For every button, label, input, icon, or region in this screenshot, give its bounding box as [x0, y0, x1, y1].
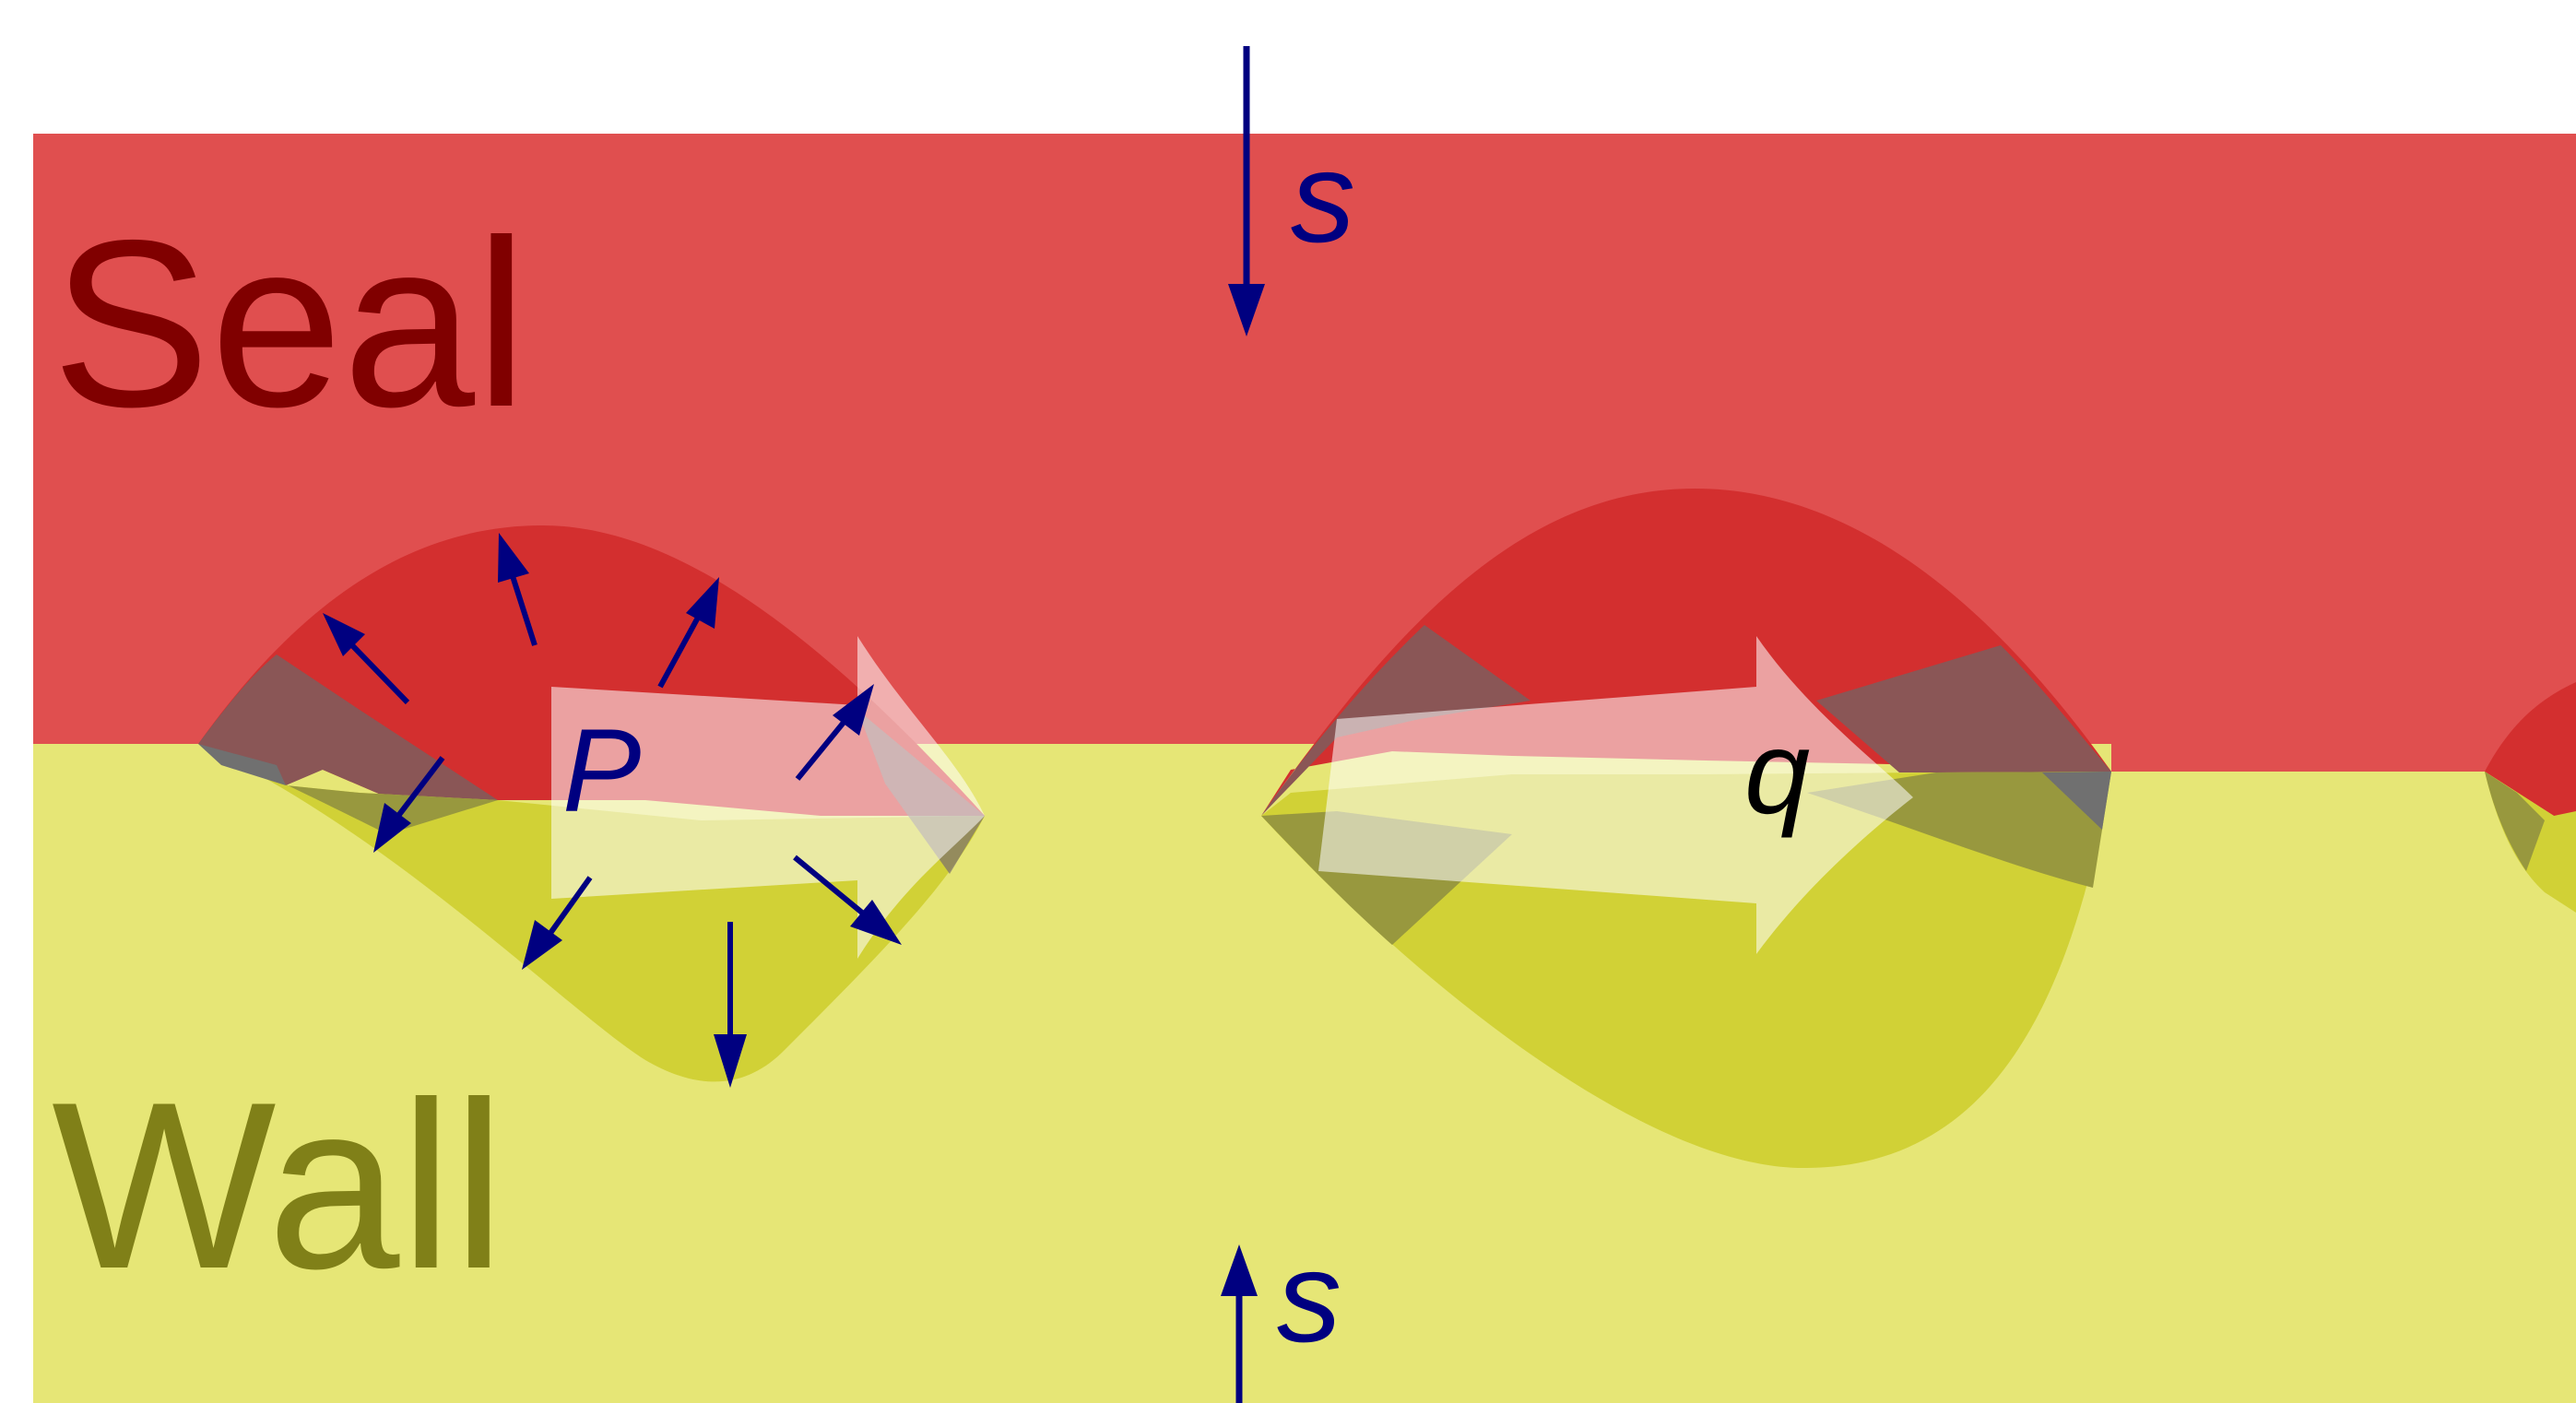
pressure-arrowhead-down-right	[850, 900, 902, 945]
pressure-arrow-down-left	[396, 756, 445, 818]
pressure-arrowhead-up	[498, 533, 529, 583]
pressure-arrowhead-up-right-2	[833, 684, 874, 736]
pressure-arrowhead-down-left-2	[522, 920, 562, 970]
load-label-top: s	[1291, 124, 1355, 269]
pressure-arrow-up-right-2	[795, 717, 849, 781]
gap-grey-middle-right	[2042, 772, 2111, 830]
wall-shadow-right	[2485, 772, 2545, 871]
gap-shadow-middle-right	[1816, 645, 2111, 772]
flow-label: q	[1744, 707, 1810, 839]
pressure-arrows	[323, 533, 902, 1088]
pressure-arrow-up	[510, 575, 538, 646]
pressure-arrow-down-left-2	[546, 876, 593, 937]
gap-grey-left	[198, 744, 286, 785]
pressure-arrowhead-up-left	[323, 613, 365, 656]
load-label-bottom: s	[1277, 1224, 1341, 1369]
pressure-arrowhead-down-left	[373, 803, 411, 853]
pressure-arrowhead-down	[714, 1034, 747, 1088]
seal-cavity-right	[2485, 682, 2576, 820]
seal-label: Seal	[52, 190, 527, 456]
pressure-label: P	[562, 705, 641, 837]
wall-label: Wall	[52, 1052, 505, 1318]
wall-shadow-left	[198, 744, 498, 834]
load-arrows	[1221, 46, 1265, 1403]
flow-arrow-left	[551, 636, 985, 959]
load-arrowhead-bottom	[1221, 1244, 1258, 1296]
gap-shadow-left	[198, 654, 498, 800]
flow-arrow-middle	[1318, 636, 1913, 954]
load-arrowhead-top	[1228, 284, 1265, 336]
flow-arrows	[551, 636, 1913, 959]
pressure-arrow-down-right	[793, 855, 864, 915]
pressure-arrowhead-up-right	[686, 577, 719, 629]
pressure-arrow-up-right	[657, 614, 702, 689]
pressure-arrow-up-left	[348, 641, 410, 705]
right-cavity	[2485, 682, 2576, 913]
